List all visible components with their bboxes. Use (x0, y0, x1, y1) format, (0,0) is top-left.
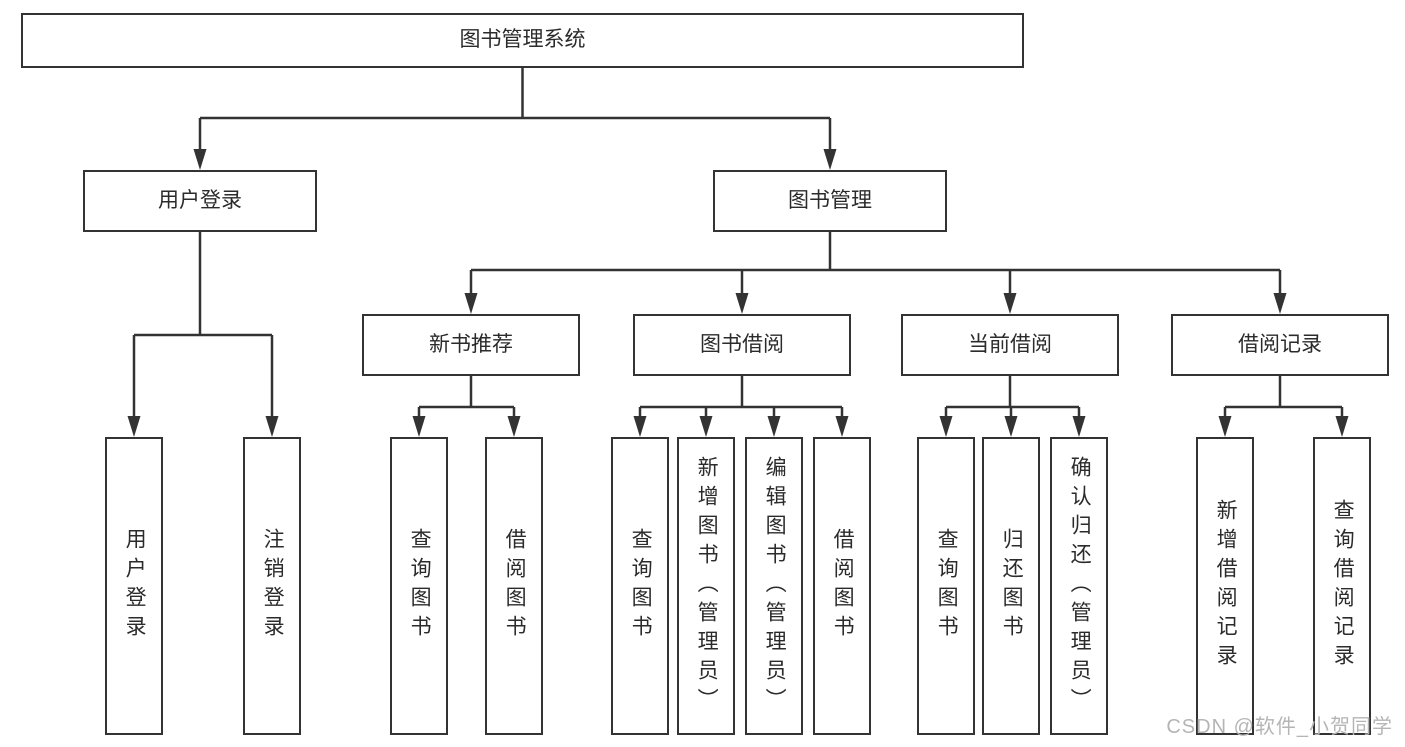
node-borrow-records: 借阅记录 (1171, 314, 1389, 376)
leaf-bb-add-books-admin-label: 新增图书（管理员） (695, 455, 719, 717)
leaf-bb-borrow-books-label: 借阅图书 (831, 528, 855, 644)
leaf-logout-label: 注销登录 (261, 528, 285, 644)
node-new-book-recommend: 新书推荐 (362, 314, 580, 376)
node-book-management-label: 图书管理 (788, 188, 872, 212)
leaf-nb-borrow-books-label: 借阅图书 (503, 528, 527, 644)
arrowheads (127, 149, 1349, 437)
leaf-cb-query-books: 查询图书 (917, 437, 975, 735)
node-root: 图书管理系统 (21, 13, 1024, 68)
leaf-cb-query-books-label: 查询图书 (935, 528, 959, 644)
node-borrow-records-label: 借阅记录 (1238, 332, 1322, 356)
leaf-nb-query-books: 查询图书 (390, 437, 448, 735)
node-current-borrow: 当前借阅 (901, 314, 1119, 376)
leaf-bb-add-books-admin: 新增图书（管理员） (677, 437, 735, 735)
leaf-cb-confirm-return-admin: 确认归还（管理员） (1050, 437, 1108, 735)
leaf-bb-query-books-label: 查询图书 (629, 528, 653, 644)
leaf-cb-return-books-label: 归还图书 (1000, 528, 1024, 644)
node-root-label: 图书管理系统 (459, 28, 586, 52)
node-current-borrow-label: 当前借阅 (968, 332, 1052, 356)
node-book-borrow: 图书借阅 (633, 314, 851, 376)
leaf-br-add-record-label: 新增借阅记录 (1214, 499, 1238, 673)
leaf-user-login-label: 用户登录 (123, 528, 147, 644)
leaf-bb-borrow-books: 借阅图书 (813, 437, 871, 735)
leaf-br-query-record: 查询借阅记录 (1313, 437, 1371, 735)
node-new-book-recommend-label: 新书推荐 (429, 332, 513, 356)
csdn-watermark: CSDN @软件_小贺同学 (1166, 716, 1393, 738)
leaf-user-login: 用户登录 (105, 437, 163, 735)
node-user-login-label: 用户登录 (158, 188, 242, 212)
leaf-logout: 注销登录 (243, 437, 301, 735)
leaf-bb-query-books: 查询图书 (611, 437, 669, 735)
leaf-bb-edit-books-admin: 编辑图书（管理员） (745, 437, 803, 735)
leaf-br-add-record: 新增借阅记录 (1196, 437, 1254, 735)
leaf-cb-return-books: 归还图书 (982, 437, 1040, 735)
leaf-nb-query-books-label: 查询图书 (408, 528, 432, 644)
node-book-borrow-label: 图书借阅 (700, 332, 784, 356)
node-book-management: 图书管理 (713, 170, 947, 232)
leaf-nb-borrow-books: 借阅图书 (485, 437, 543, 735)
leaf-bb-edit-books-admin-label: 编辑图书（管理员） (763, 455, 787, 717)
leaf-br-query-record-label: 查询借阅记录 (1331, 499, 1355, 673)
leaf-cb-confirm-return-admin-label: 确认归还（管理员） (1068, 455, 1092, 717)
node-user-login: 用户登录 (83, 170, 317, 232)
